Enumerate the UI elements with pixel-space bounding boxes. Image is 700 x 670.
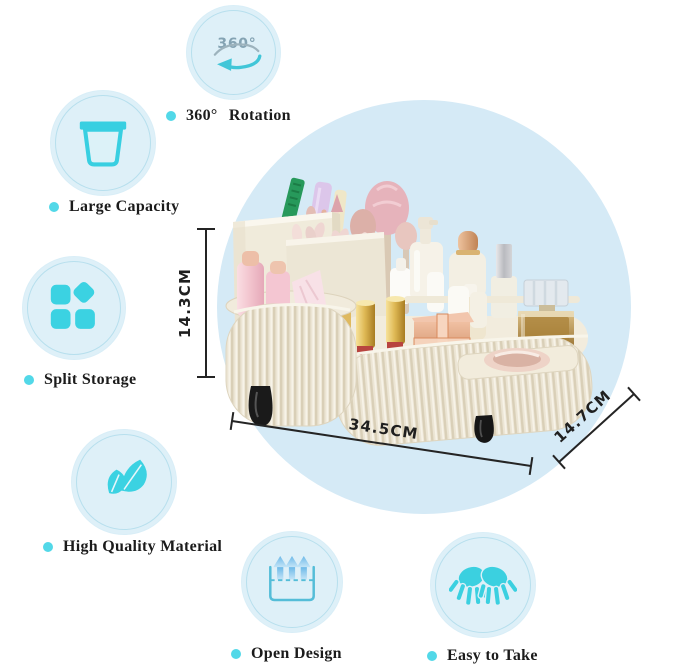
tray-rim-highlight [341,334,589,358]
feature-split: Split Storage [24,369,136,391]
feature-circle-take [431,533,535,637]
feature-material: High Quality Material [43,536,222,558]
feature-open-label: Open Design [251,645,342,662]
feature-rotation: 360° Rotation [166,105,291,127]
bullet-dot [43,542,53,552]
bullet-dot [49,202,59,212]
open-hands-icon [449,565,517,606]
bullet-dot [231,649,241,659]
bullet-dot [24,375,34,385]
leaves-icon [107,459,147,494]
width-dimension-line [229,411,534,476]
open-top-arrows-icon [269,555,315,602]
feature-material-label: High Quality Material [63,538,223,555]
feature-circle-capacity [51,91,155,195]
feature-split-label: Split Storage [44,371,137,388]
bullet-dot [427,651,437,661]
left-caddy [225,251,357,427]
rotation-360-icon: 360° [213,36,261,71]
feature-open: Open Design [231,643,342,665]
feature-take-label: Easy to Take [447,647,538,664]
compact-powder [484,348,550,372]
feature-circle-material [72,430,176,534]
feature-circle-rotation: 360° [187,6,280,99]
dropper-bottle [390,258,411,304]
storage-basket-icon [79,121,127,167]
feature-capacity-label: Large Capacity [69,198,180,215]
height-dimension-line [197,228,215,378]
depth-dimension-line [552,386,641,470]
feature-take: Easy to Take [427,645,538,667]
feature-capacity: Large Capacity [49,196,179,218]
feature-circle-open [242,532,342,632]
organizer-illustration [225,177,593,446]
grid-blocks-icon [50,281,95,329]
feature-rotation-label: 360° Rotation [186,107,291,124]
organizer-feet [248,386,494,443]
feature-circle-split [23,257,125,359]
height-dimension-label: 14.3CM [176,268,194,338]
bullet-dot [166,111,176,121]
white-tube [427,272,444,312]
